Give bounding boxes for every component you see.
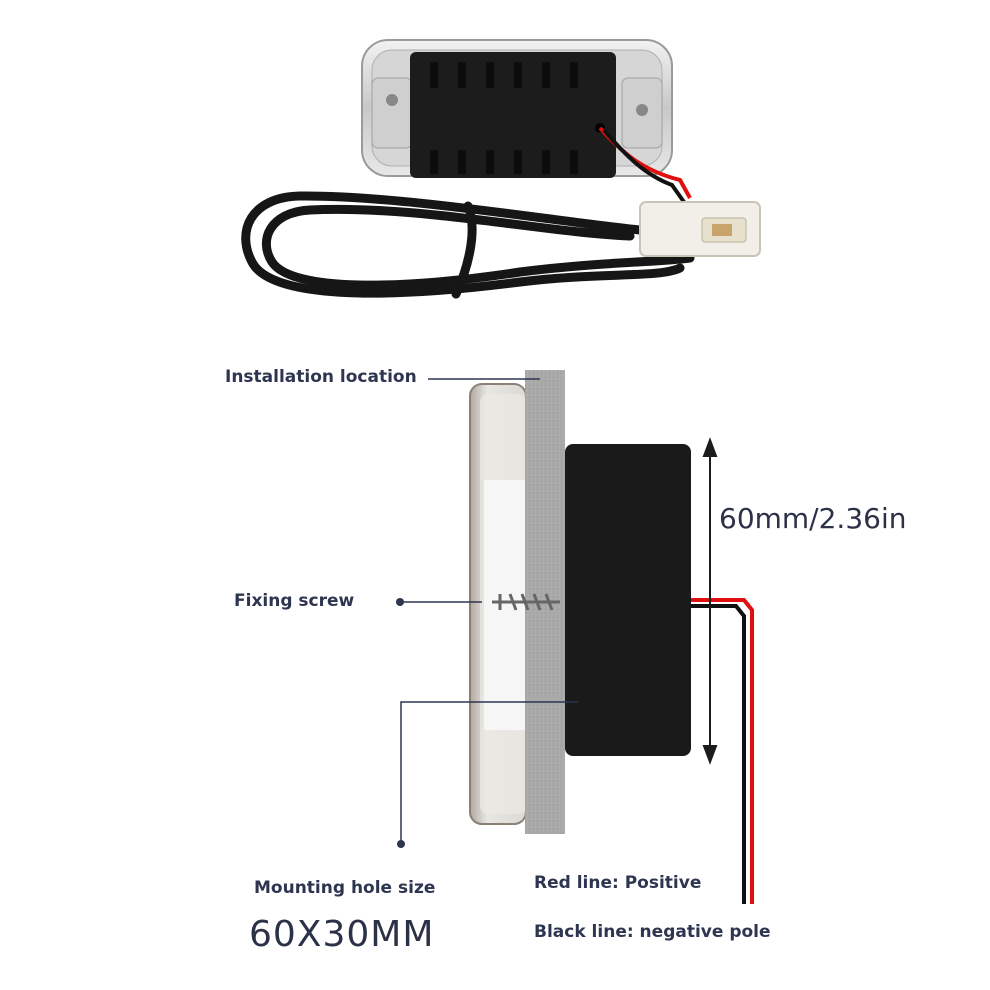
- black-line-label: Black line: negative pole: [534, 922, 771, 942]
- black-wire: [691, 604, 746, 904]
- fixing-screw-label: Fixing screw: [234, 591, 355, 611]
- cable-coil: [241, 191, 695, 299]
- mounting-hole-value: 60X30MM: [249, 914, 435, 955]
- leader-hole: [400, 701, 578, 844]
- height-dimension-arrow: [702, 437, 718, 765]
- light-body: [565, 444, 691, 756]
- mounting-tab-left: [371, 77, 413, 149]
- light-body-top: [410, 52, 616, 178]
- side-view-diagram: [396, 370, 754, 904]
- mounting-hole-size-label: Mounting hole size: [254, 878, 436, 898]
- red-wire: [691, 598, 754, 904]
- height-dimension-label: 60mm/2.36in: [719, 502, 907, 535]
- installation-location-label: Installation location: [225, 367, 417, 387]
- screw: [492, 593, 560, 611]
- product-photo: [241, 39, 761, 299]
- red-line-label: Red line: Positive: [534, 873, 702, 893]
